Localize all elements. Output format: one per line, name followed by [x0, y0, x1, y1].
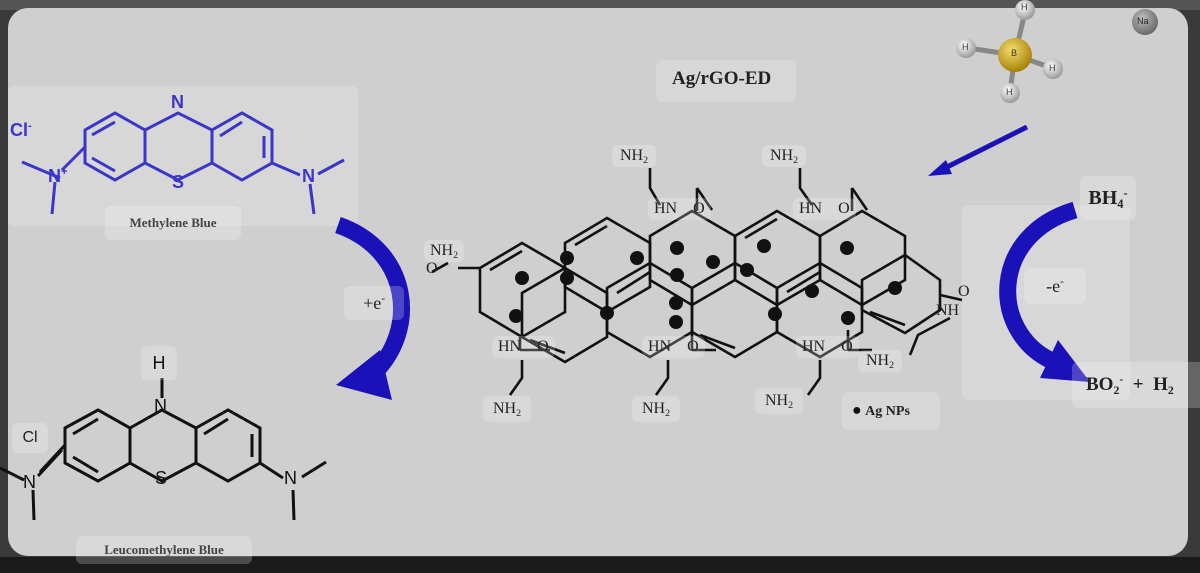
- left-arrow-label: +e-: [344, 286, 404, 320]
- lmb-counterion: Cl: [12, 423, 48, 453]
- nh2-bottom-1: NH2: [483, 396, 532, 422]
- amide-left-o: O: [426, 260, 438, 277]
- straight-arrowhead: [928, 160, 952, 176]
- amide-right-o: O: [958, 283, 970, 300]
- right-arrow-label: -e-: [1024, 268, 1086, 304]
- lmb-s: S: [155, 468, 168, 488]
- diagram-title: Ag/rGO-ED: [672, 68, 772, 89]
- amide-bottom-1: HN O: [492, 336, 555, 358]
- nh2-top-2: NH2: [762, 145, 807, 167]
- mb-n-left: N+: [48, 166, 68, 186]
- rgo-sheet: [431, 168, 963, 396]
- left-arrowhead: [336, 350, 392, 400]
- amide-left: NH2: [424, 240, 465, 262]
- mb-counterion: Cl-: [10, 120, 32, 140]
- amide-top-2: HN O: [793, 198, 856, 220]
- top-dark-bar: [0, 0, 1200, 10]
- lmb-name: Leucomethylene Blue: [76, 536, 252, 564]
- bh4-label: BH4-: [1080, 176, 1136, 220]
- title-box: [656, 60, 796, 102]
- methylene-blue-structure: [21, 111, 345, 215]
- straight-arrow: [943, 124, 1029, 171]
- legend-box: [842, 392, 940, 430]
- ag-nanoparticles: [509, 239, 902, 329]
- legend-marker: ●: [852, 402, 862, 419]
- atom-h-4: H: [1006, 87, 1013, 97]
- atom-b: B: [1011, 48, 1018, 58]
- lmb-h: H: [141, 346, 177, 380]
- amide-bottom-2: HN O: [642, 336, 705, 358]
- mb-n-top: N: [171, 92, 184, 112]
- atom-h-3: H: [1049, 63, 1056, 73]
- lmb-n-left: N: [23, 472, 36, 492]
- products-label: BO2- + H2: [1072, 362, 1200, 408]
- right-curved-arrow: [999, 201, 1078, 368]
- figure-background: [8, 8, 1188, 556]
- left-curved-arrow: [334, 216, 410, 382]
- amide-top-1: HN O: [648, 198, 711, 220]
- lmb-n-right: N: [284, 468, 297, 488]
- amide-right-nh: NH: [936, 302, 960, 319]
- atom-h-1: H: [1021, 2, 1028, 12]
- bottom-dark-bar: [0, 557, 1200, 573]
- ag-nps-legend: ● Ag NPs: [852, 402, 910, 420]
- mb-box: [8, 86, 358, 226]
- right-arrowhead: [1040, 340, 1090, 382]
- nh2-bottom-2: NH2: [632, 396, 681, 422]
- amide-bottom-3: HN O: [796, 336, 859, 358]
- borohydride-model: [956, 0, 1158, 103]
- mb-n-right: N: [302, 166, 315, 186]
- mb-s: S: [172, 172, 185, 192]
- atom-na: Na: [1137, 16, 1149, 26]
- lmb-n-top: N: [154, 396, 167, 416]
- leucomethylene-blue-structure: [0, 378, 327, 521]
- nh2-bottom-3: NH2: [755, 388, 804, 414]
- legend-label: Ag NPs: [865, 404, 910, 419]
- mb-name: Methylene Blue: [105, 206, 241, 240]
- nh2-right: NH2: [858, 350, 903, 372]
- atom-h-2: H: [962, 42, 969, 52]
- nh2-top-1: NH2: [612, 145, 657, 167]
